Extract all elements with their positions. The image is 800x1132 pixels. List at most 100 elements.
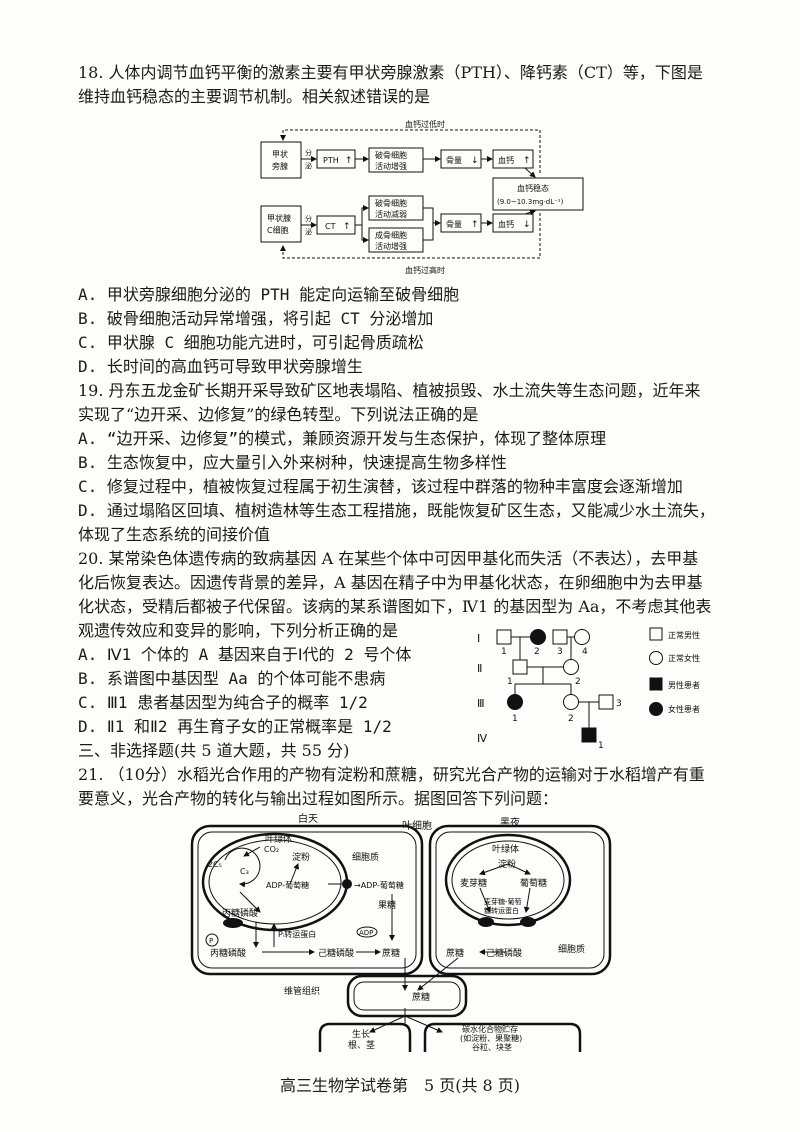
label-cytoplasm-2: 细胞质: [558, 943, 585, 955]
num-II1: 1: [507, 677, 513, 687]
osteoclast-down-1: 破骨细胞: [375, 198, 407, 208]
label-c5: 2C₅: [208, 860, 222, 869]
transporter-icon: [342, 879, 352, 889]
label-glucose: 葡萄糖: [520, 877, 547, 889]
phosphate-icon: [205, 933, 219, 947]
diagram-bottom-label: 血钙过高时: [405, 265, 445, 275]
gen-label-1: Ⅰ: [477, 632, 480, 645]
num-III1: 1: [512, 714, 518, 724]
label-storage-2: (如淀粉、果聚糖): [460, 1033, 522, 1043]
q18-option-d: D. 长时间的高血钙可导致甲状旁腺增生: [78, 357, 363, 376]
label-triose-2: 丙糖磷酸: [210, 947, 246, 959]
up-arrow-icon: ↑: [345, 156, 353, 166]
thyroid-c-box-2: C细胞: [267, 225, 289, 235]
gen-label-4: Ⅳ: [477, 732, 488, 745]
photosynthate-transport-diagram: 白天 叶细胞 黑夜 叶绿体 CO₂ 2C₅ C₃ 淀粉 细胞质 ADP-葡萄糖 …: [190, 812, 612, 1052]
gen-label-3: Ⅲ: [477, 697, 485, 710]
ped-II1: [512, 659, 528, 675]
q20-stem-line-3: 化状态，受精后都被子代保留。该病的某系谱图如下，Ⅳ1 的基因型为 Aa，不考虑其…: [78, 597, 712, 616]
q19-option-d-cont: 体现了生态系统的间接价值: [78, 525, 271, 544]
ped-I4: [574, 629, 590, 645]
gen-label-2: Ⅱ: [477, 662, 482, 675]
pedigree-chart: Ⅰ Ⅱ Ⅲ Ⅳ 1 2 3 4 1 2 1 2 3 1 正常男性 正常女性 男性…: [477, 627, 700, 750]
blood-ca-box-2: 血钙: [498, 219, 514, 229]
osteoclast-up-1: 破骨细胞: [375, 150, 407, 160]
ped-I2: [530, 629, 546, 645]
osteoclast-up-2: 活动增强: [375, 161, 407, 171]
ct-box: CT: [325, 222, 336, 231]
q21-stem-line-2: 要意义，光合产物的转化与输出过程如图所示。据图回答下列问题：: [78, 789, 559, 808]
osteoblast-up-1: 成骨细胞: [375, 230, 407, 240]
calcium-regulation-diagram: 血钙过低时 血钙过高时 甲状 旁腺 分 泌 PTH ↑ 破骨细胞 活动增强 骨量…: [260, 119, 584, 275]
ped-II2: [563, 659, 579, 675]
label-adp-glucose-2: →ADP-葡萄糖: [354, 880, 404, 890]
q19-option-c: C. 修复过程中，植被恢复过程属于初生演替，该过程中群落的物种丰富度会逐渐增加: [78, 477, 683, 496]
label-starch-2: 淀粉: [498, 858, 516, 870]
legend-affected-male: 男性患者: [668, 680, 700, 690]
ped-III1: [507, 694, 523, 710]
transporter-icon: [223, 918, 243, 928]
label-adp-glucose: ADP-葡萄糖: [266, 880, 309, 890]
num-II2: 2: [575, 677, 581, 687]
osteoclast-down-2: 活动减弱: [375, 209, 407, 219]
q19-option-a: A. “边开采、边修复”的模式，兼顾资源开发与生态保护，体现了整体原理: [78, 429, 607, 448]
bone-up-box: 骨量: [446, 220, 462, 229]
q20-option-d: D. Ⅱ1 和Ⅱ2 再生育子女的正常概率是 1/2: [78, 717, 392, 736]
label-hexose: 己糖磷酸: [318, 947, 354, 959]
secrete-label-1: 分: [305, 148, 312, 157]
ped-I3: [552, 629, 568, 645]
q18-option-c: C. 甲状腺 C 细胞功能亢进时，可引起骨质疏松: [78, 333, 424, 352]
q20-stem-line-1: 20. 某常染色体遗传病的致病基因 A 在某些个体中可因甲基化而失活（不表达），…: [78, 549, 699, 568]
label-chloroplast-2: 叶绿体: [492, 843, 519, 855]
secrete-label-2: 泌: [305, 161, 312, 170]
num-III2: 2: [568, 714, 574, 724]
q19-stem-line-2: 实现了“边开采、边修复”的绿色转型。下列说法正确的是: [78, 405, 479, 424]
label-storage-3: 谷粒、块茎: [472, 1042, 512, 1052]
blood-ca-box: 血钙: [498, 155, 514, 165]
label-co2: CO₂: [264, 845, 279, 854]
label-day: 白天: [298, 812, 318, 825]
q18-option-b: B. 破骨细胞活动异常增强，将引起 CT 分泌增加: [78, 309, 434, 328]
transporter-icon: [520, 917, 536, 927]
transporter-icon: [478, 917, 494, 927]
num-IV1: 1: [598, 741, 604, 750]
label-c3: C₃: [240, 867, 249, 876]
label-sucrose: 蔗糖: [382, 947, 400, 959]
num-I1: 1: [501, 647, 507, 657]
num-III3: 3: [616, 699, 622, 709]
down-arrow-icon: ↓: [523, 220, 531, 230]
label-growth-2: 根、茎: [348, 1039, 375, 1051]
homeostasis-2: (9.0~10.3mg·dL⁻¹): [497, 198, 564, 206]
label-adp: ADP: [359, 929, 373, 937]
pth-box: PTH: [323, 156, 339, 165]
up-arrow-icon: ↑: [343, 222, 351, 232]
label-maltose: 麦芽糖: [460, 877, 487, 889]
down-arrow-icon: ↓: [471, 156, 479, 166]
label-chloroplast: 叶绿体: [265, 833, 292, 845]
ped-III3: [598, 694, 614, 710]
label-cytoplasm: 细胞质: [352, 851, 379, 863]
label-pi-transporter: Pᵢ转运蛋白: [278, 929, 316, 939]
label-hexose-2: 己糖磷酸: [486, 947, 522, 959]
q19-option-d: D. 通过塌陷区回填、植树造林等生态工程措施，既能恢复矿区生态，又能减少水土流失…: [78, 501, 715, 520]
q20-option-c: C. Ⅲ1 患者基因型为纯合子的概率 1/2: [78, 693, 368, 712]
legend-affected-female: 女性患者: [668, 704, 700, 714]
secrete-label-4: 泌: [305, 227, 312, 236]
homeostasis-1: 血钙稳态: [517, 183, 549, 193]
label-pi: P: [209, 937, 213, 945]
label-growth-1: 生长: [352, 1028, 370, 1040]
parathyroid-box-1: 甲状: [272, 149, 288, 159]
num-I2: 2: [534, 647, 540, 657]
label-storage-1: 碳水化合物贮存: [462, 1024, 518, 1034]
bone-down-box: 骨量: [446, 156, 462, 165]
q20-option-a: A. Ⅳ1 个体的 A 基因来自于Ⅰ代的 2 号个体: [78, 645, 412, 664]
secrete-label-3: 分: [305, 214, 312, 223]
legend-normal-male: 正常男性: [668, 630, 700, 640]
thyroid-c-box-1: 甲状腺: [267, 213, 291, 223]
ped-I1: [496, 629, 512, 645]
ped-IV1: [581, 727, 597, 743]
ped-III2: [563, 694, 579, 710]
diagram-top-label: 血钙过低时: [405, 119, 445, 129]
label-triose: 丙糖磷酸: [222, 907, 258, 919]
label-sucrose-2: 蔗糖: [446, 947, 464, 959]
